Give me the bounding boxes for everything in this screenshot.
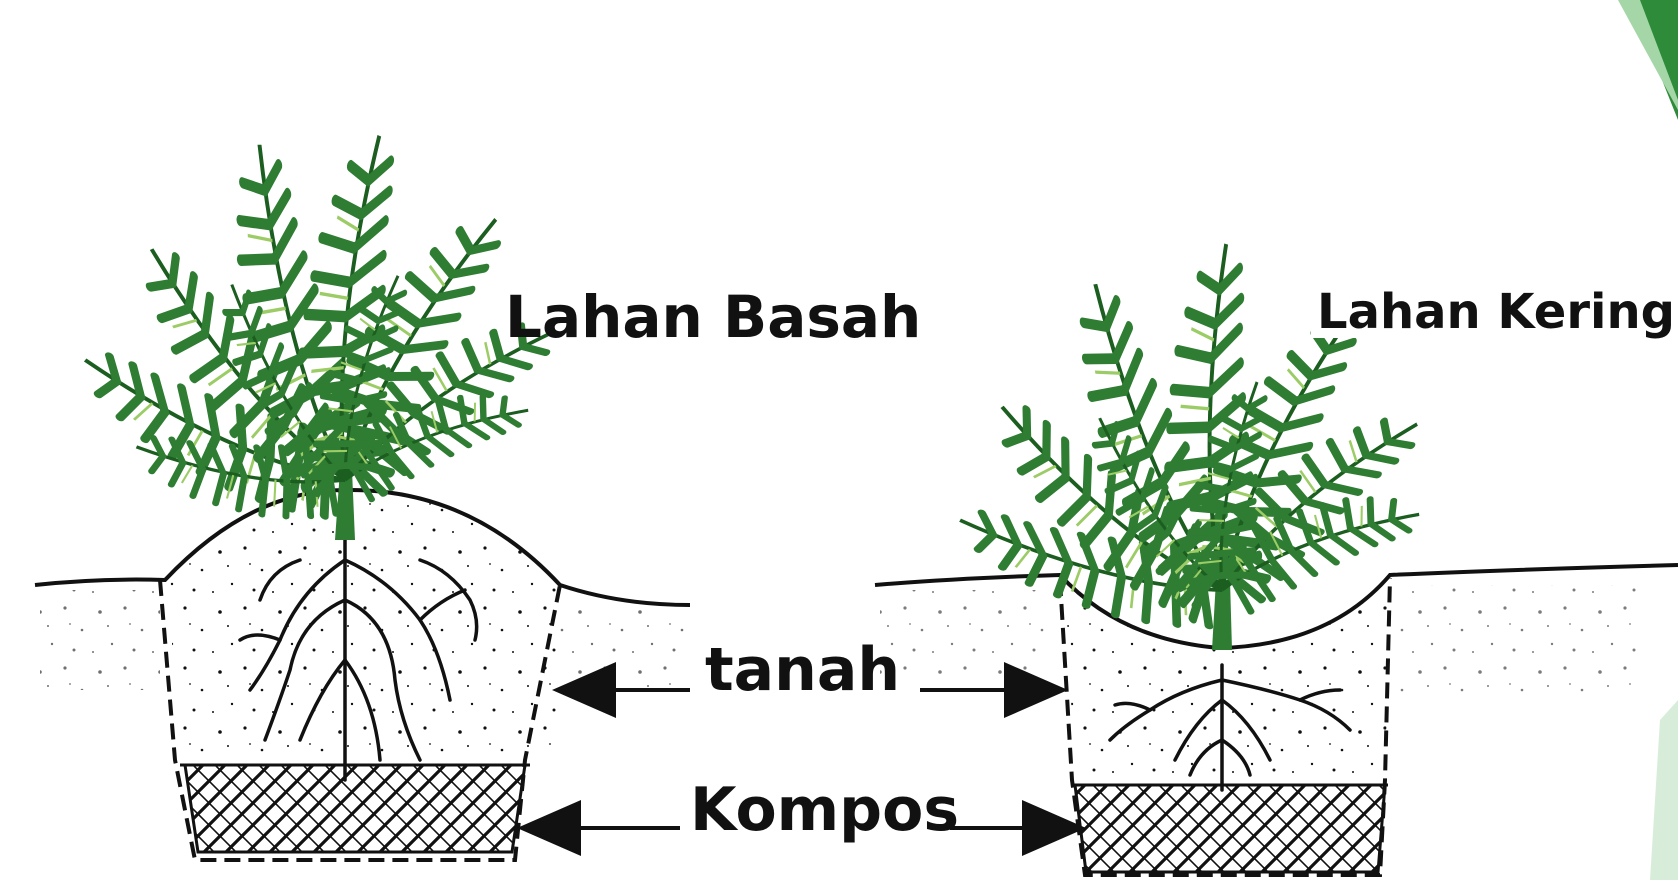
soil-label: tanah (705, 640, 900, 700)
compost-label: Kompos (690, 780, 959, 840)
wet-land-illustration (35, 129, 690, 860)
dry-land-label: Lahan Kering (1311, 286, 1678, 338)
wet-land-label: Lahan Basah (505, 288, 921, 346)
oil-palm-seedling-left (65, 129, 581, 538)
corner-decoration (1618, 0, 1678, 880)
